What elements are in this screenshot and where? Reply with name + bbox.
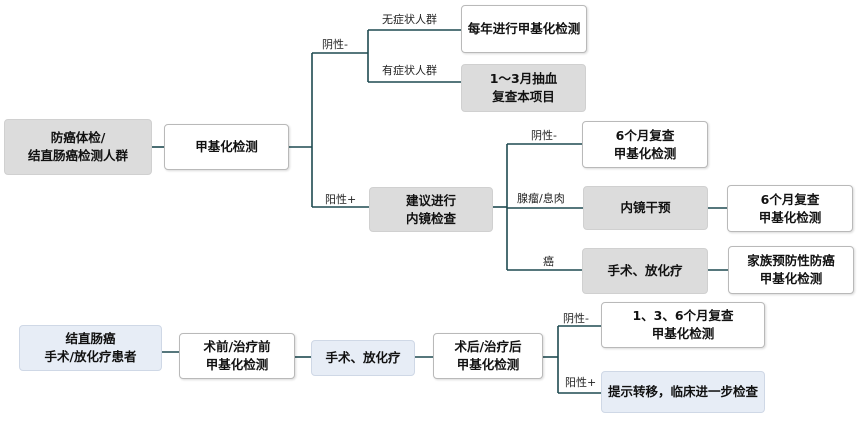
six-month-recheck-node-b: 6个月复查 甲基化检测: [727, 185, 853, 232]
endoscopy-node: 建议进行 内镜检查: [369, 187, 493, 232]
edge-test-branch-trunk: [289, 53, 313, 207]
surgery-chemo-node-b: 手术、放化疗: [311, 340, 415, 376]
label-symptomatic: 有症状人群: [382, 64, 437, 77]
recheck-1-3-6-months-node: 1、3、6个月复查 甲基化检测: [601, 302, 765, 348]
surgery-chemo-node-a: 手术、放化疗: [582, 248, 708, 294]
screening-group-node: 防癌体检/ 结直肠癌检测人群: [4, 119, 152, 175]
label-negative-2: 阴性-: [531, 129, 557, 142]
pre-treatment-test-node: 术前/治疗前 甲基化检测: [179, 333, 295, 379]
label-negative-3: 阴性-: [563, 312, 589, 325]
label-negative-1: 阴性-: [322, 38, 348, 51]
annual-test-node: 每年进行甲基化检测: [461, 5, 587, 53]
crc-patients-node: 结直肠癌 手术/放化疗患者: [19, 325, 162, 371]
family-prevention-node: 家族预防性防癌 甲基化检测: [728, 246, 854, 294]
metastasis-node: 提示转移，临床进一步检查: [601, 371, 765, 413]
label-asymptomatic: 无症状人群: [382, 13, 437, 26]
label-cancer: 癌: [543, 255, 554, 268]
label-positive-2: 阳性+: [565, 376, 597, 389]
endoscopic-intervention-node: 内镜干预: [583, 186, 708, 230]
label-positive-1: 阳性+: [325, 193, 357, 206]
post-treatment-test-node: 术后/治疗后 甲基化检测: [433, 333, 543, 379]
recheck-1-3-months-node: 1～3月抽血 复查本项目: [461, 64, 586, 112]
label-adenoma: 腺瘤/息肉: [517, 192, 565, 205]
methylation-test-node: 甲基化检测: [164, 124, 289, 170]
six-month-recheck-node-a: 6个月复查 甲基化检测: [582, 121, 708, 168]
